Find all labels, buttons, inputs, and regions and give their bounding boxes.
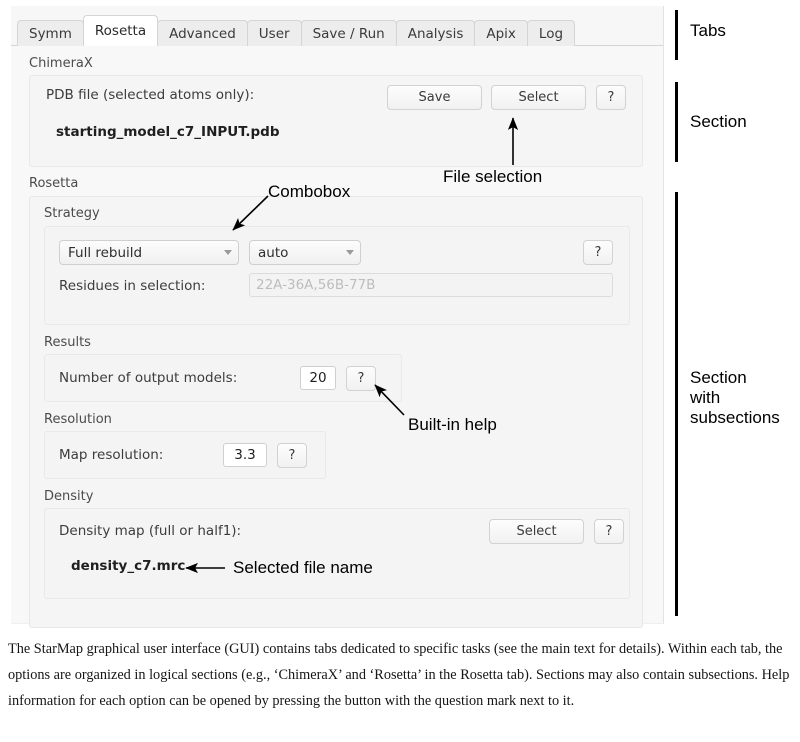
subsection-title-strategy: Strategy [44, 206, 100, 221]
pdb-help-button[interactable]: ? [596, 85, 626, 110]
tab-rosetta[interactable]: Rosetta [82, 15, 159, 46]
annotation-file-selection: File selection [443, 167, 543, 186]
section-rosetta: Strategy Full rebuild auto ? Residues in… [29, 196, 643, 628]
density-help-button[interactable]: ? [594, 519, 624, 544]
chevron-down-icon [346, 250, 354, 255]
tab-advanced[interactable]: Advanced [157, 20, 248, 46]
pdb-file-name: starting_model_c7_INPUT.pdb [56, 124, 280, 140]
section-title-chimerax: ChimeraX [29, 56, 93, 71]
subsection-title-resolution: Resolution [44, 412, 112, 427]
strategy-help-button[interactable]: ? [583, 240, 613, 265]
figure-screenshot: Symm Rosetta Advanced User Save / Run An… [11, 6, 780, 628]
annotation-builtin-help: Built-in help [408, 415, 497, 434]
density-select-button[interactable]: Select [489, 519, 584, 544]
output-models-label: Number of output models: [59, 370, 238, 386]
section-chimerax: PDB file (selected atoms only): Save Sel… [29, 75, 643, 167]
residues-in-selection-label: Residues in selection: [59, 278, 206, 294]
bracket-label-line-2: with [690, 388, 721, 407]
annotation-bracket-tabs: Tabs [690, 21, 726, 40]
bracket-bar-tabs [675, 10, 678, 60]
subsection-strategy: Full rebuild auto ? Residues in selectio… [44, 226, 630, 325]
bracket-bar-section [675, 82, 678, 162]
tab-analysis[interactable]: Analysis [395, 20, 476, 46]
subsection-resolution: Map resolution: 3.3 ? [44, 431, 326, 479]
results-help-button[interactable]: ? [346, 366, 376, 391]
tab-log[interactable]: Log [526, 20, 576, 46]
tab-user[interactable]: User [246, 20, 302, 46]
figure-caption: The StarMap graphical user interface (GU… [8, 641, 790, 709]
subsection-density: Density map (full or half1): Select ? de… [44, 508, 630, 599]
pdb-save-button[interactable]: Save [387, 85, 482, 110]
residues-in-selection-input[interactable]: 22A-36A,56B-77B [249, 273, 613, 297]
bracket-label-line-3: subsections [690, 408, 780, 427]
annotation-selected-file-name: Selected file name [233, 558, 373, 577]
annotation-combobox: Combobox [268, 182, 351, 201]
bracket-label-line-1: Section [690, 368, 747, 387]
density-map-label: Density map (full or half1): [59, 523, 242, 539]
strategy-auto-value: auto [258, 244, 289, 261]
starmap-gui-window: Symm Rosetta Advanced User Save / Run An… [11, 6, 664, 628]
tab-symm[interactable]: Symm [17, 20, 84, 46]
tab-save-run[interactable]: Save / Run [300, 20, 397, 46]
strategy-auto-combobox[interactable]: auto [249, 240, 361, 265]
strategy-mode-combobox[interactable]: Full rebuild [59, 240, 239, 265]
tab-bar: Symm Rosetta Advanced User Save / Run An… [11, 13, 663, 46]
subsection-results: Number of output models: 20 ? [44, 354, 402, 402]
resolution-help-button[interactable]: ? [277, 443, 307, 468]
output-models-input[interactable]: 20 [300, 366, 336, 390]
map-resolution-label: Map resolution: [59, 447, 164, 463]
map-resolution-input[interactable]: 3.3 [223, 443, 267, 467]
tab-strip: Symm Rosetta Advanced User Save / Run An… [17, 13, 576, 46]
density-map-file-name: density_c7.mrc [71, 558, 186, 574]
section-title-rosetta: Rosetta [29, 176, 79, 191]
tab-apix[interactable]: Apix [474, 20, 528, 46]
tab-content-rosetta: ChimeraX PDB file (selected atoms only):… [11, 46, 663, 628]
pdb-select-button[interactable]: Select [491, 85, 586, 110]
annotation-bracket-section: Section [690, 112, 747, 131]
subsection-title-results: Results [44, 335, 91, 350]
annotation-bracket-section-subsections: Section with subsections [690, 368, 780, 428]
pdb-file-label: PDB file (selected atoms only): [46, 87, 255, 103]
bracket-bar-section-subsections [675, 192, 678, 616]
chevron-down-icon [224, 250, 232, 255]
subsection-title-density: Density [44, 489, 94, 504]
strategy-mode-value: Full rebuild [68, 244, 143, 261]
